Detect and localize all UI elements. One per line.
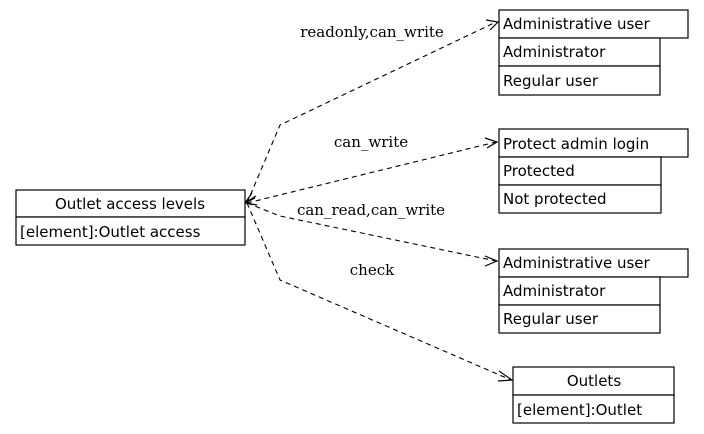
entity-title: Outlets	[567, 372, 621, 390]
arrow-head-icon	[497, 370, 514, 382]
edge-line	[246, 21, 497, 204]
edge-label: readonly,can_write	[300, 23, 444, 41]
edge-line	[246, 202, 497, 262]
entity-field: [element]:Outlet access	[20, 223, 201, 241]
entity-title: Outlet access levels	[55, 195, 205, 213]
entity-row: Protected	[503, 162, 575, 180]
edge-can-read-can-write: can_read,can_write	[246, 201, 499, 267]
target-entity-box: Administrative user Administrator Regula…	[498, 9, 689, 96]
edge-line	[246, 202, 512, 381]
edge-label: can_write	[334, 133, 408, 151]
arrow-head-icon	[484, 137, 499, 149]
entity-title: Protect admin login	[503, 135, 649, 153]
source-entity-box: Outlet access levels [element]:Outlet ac…	[15, 189, 246, 246]
entity-row: Administrator	[503, 43, 606, 61]
edge-check: check	[246, 202, 514, 382]
entity-title: Administrative user	[503, 15, 651, 33]
entity-row: Not protected	[503, 190, 607, 208]
edge-can-write: can_write	[243, 133, 499, 206]
entity-row: Regular user	[503, 72, 599, 90]
target-entity-box: Administrative user Administrator Regula…	[498, 248, 689, 334]
arrow-head-icon	[485, 19, 500, 31]
edge-readonly-can-write: readonly,can_write	[244, 19, 500, 204]
edge-line	[246, 141, 497, 204]
entity-row: Regular user	[503, 310, 599, 328]
entity-row: Administrator	[503, 282, 606, 300]
arrow-head-icon	[484, 255, 499, 267]
entity-title: Administrative user	[503, 254, 651, 272]
target-entity-box: Protect admin login Protected Not protec…	[498, 128, 689, 214]
entity-row: [element]:Outlet	[517, 401, 642, 419]
target-entity-box: Outlets [element]:Outlet	[512, 366, 675, 424]
edge-label: check	[350, 261, 395, 279]
edge-label: can_read,can_write	[297, 201, 445, 219]
